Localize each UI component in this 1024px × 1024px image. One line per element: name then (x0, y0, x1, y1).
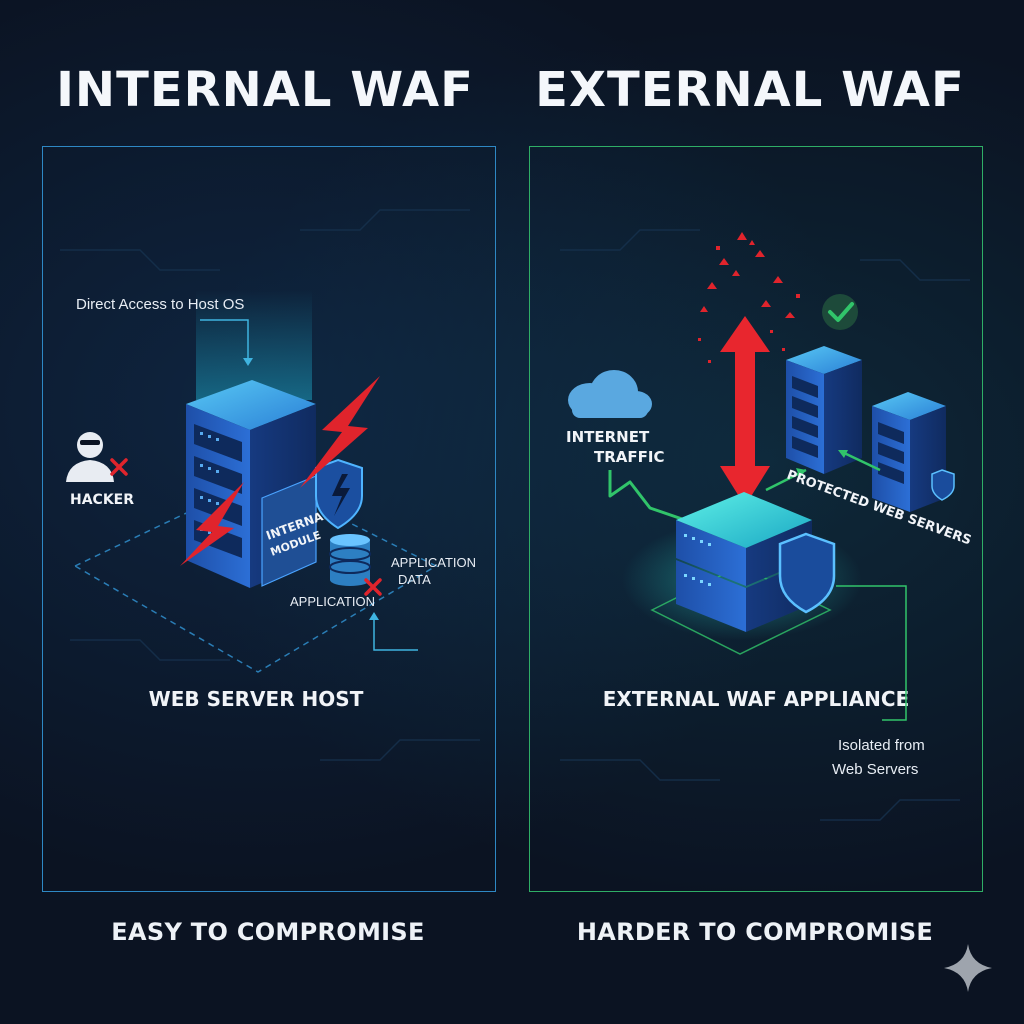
traffic-path (608, 470, 721, 534)
lightning-icon (180, 482, 244, 566)
internet-traffic-label-2: TRAFFIC (594, 448, 664, 466)
external-waf-caption: HARDER TO COMPROMISE (576, 918, 934, 946)
sparkle-icon (944, 944, 992, 992)
x-icon (364, 578, 382, 596)
arrow-head-icon (796, 468, 806, 478)
internal-waf-caption: EASY TO COMPROMISE (111, 918, 425, 946)
direct-access-connector (200, 319, 249, 360)
circuit-traces (60, 209, 970, 821)
external-waf-panel (529, 146, 983, 892)
web-server-host-label: WEB SERVER HOST (149, 687, 364, 711)
shield-icon (931, 469, 955, 501)
external-waf-appliance-label: EXTERNAL WAF APPLIANCE (603, 687, 910, 711)
shield-icon (778, 532, 836, 614)
isolated-label-2: Web Servers (832, 761, 918, 778)
application-label: APPLICATION (290, 594, 375, 609)
shield-icon (315, 458, 363, 530)
application-connector (373, 618, 418, 651)
isolation-connector (836, 585, 907, 721)
cloud-icon (568, 370, 652, 418)
check-icon (822, 294, 858, 330)
arrow-head-icon (838, 450, 848, 458)
external-waf-appliance (650, 492, 832, 655)
protected-server-tall (786, 346, 862, 474)
arrow-head-icon (369, 612, 379, 620)
external-waf-title: EXTERNAL WAF (535, 62, 965, 118)
isolated-label-1: Isolated from (838, 737, 925, 754)
internet-traffic-label-1: INTERNET (566, 428, 650, 446)
application-data-label-1: APPLICATION (391, 555, 476, 570)
internal-waf-panel (42, 146, 496, 892)
application-data-label-2: DATA (398, 572, 431, 587)
direct-access-label: Direct Access to Host OS (76, 296, 244, 313)
database-icon (329, 534, 371, 586)
hacker-label: HACKER (70, 492, 134, 508)
threat-double-arrow (720, 316, 770, 506)
lightning-icon (300, 376, 380, 488)
internal-waf-title: INTERNAL WAF (56, 62, 474, 118)
hacker-icon (66, 432, 114, 482)
server-link (841, 450, 881, 472)
x-icon (110, 458, 128, 476)
protected-server-short (872, 392, 955, 512)
arrow-head-icon (243, 358, 253, 366)
